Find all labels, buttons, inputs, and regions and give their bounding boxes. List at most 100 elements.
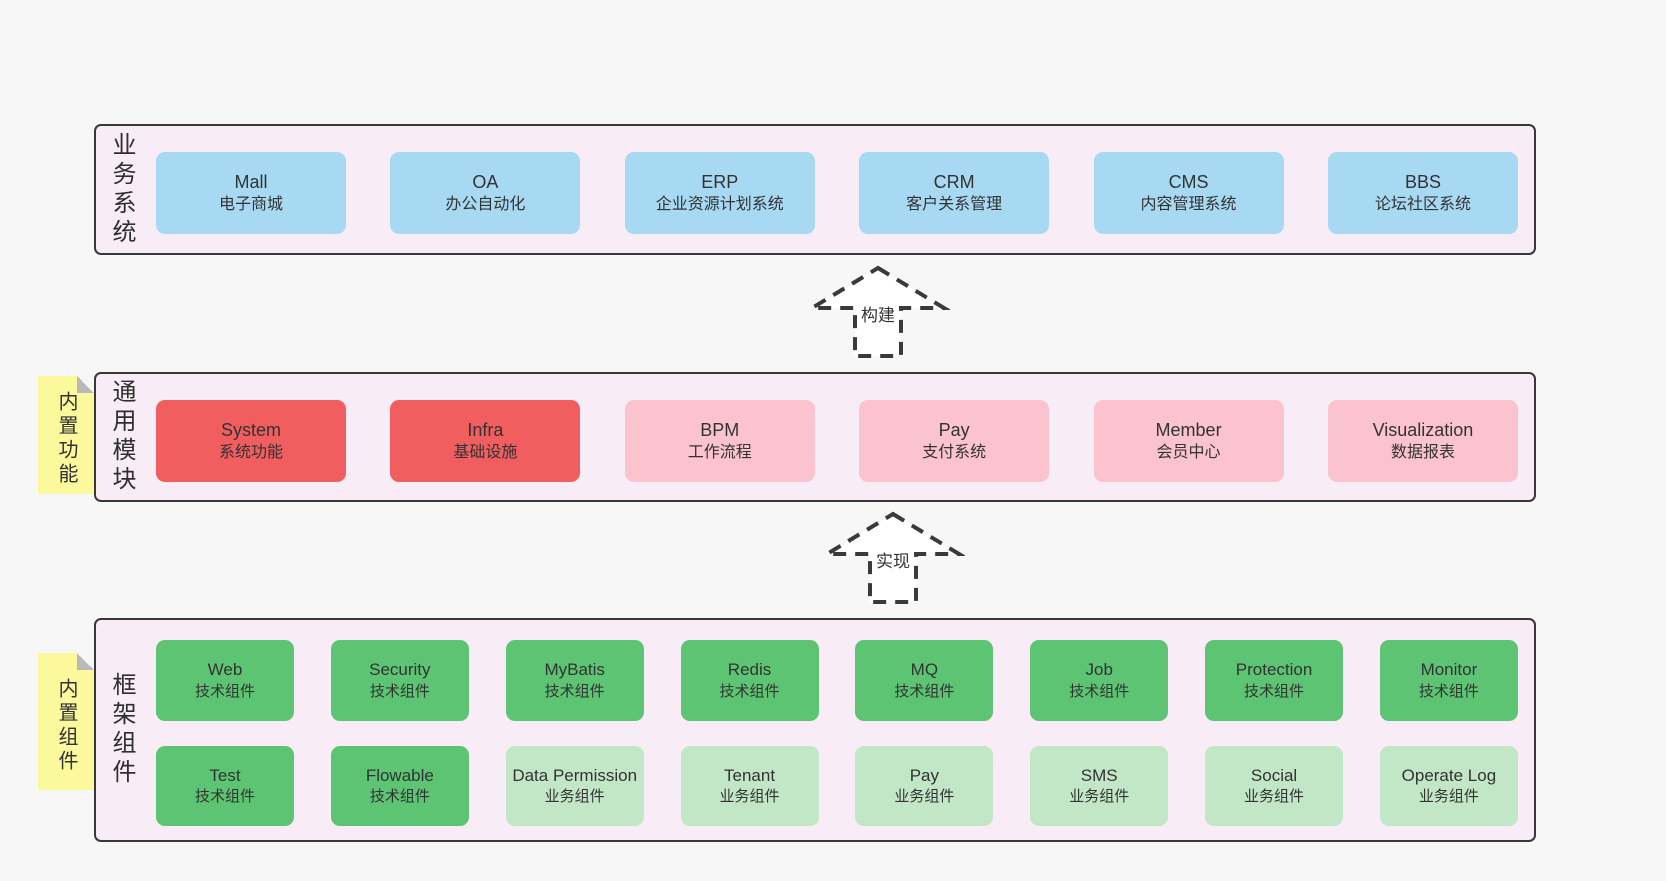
band-business-label: 业务系统 [108, 131, 135, 248]
box-crm-title: CRM [933, 171, 975, 192]
box-tenant-title: Tenant [724, 765, 776, 785]
box-pay-title: Pay [938, 419, 970, 440]
box-mybatis-title: MyBatis [544, 660, 605, 680]
box-protection-subtitle: 技术组件 [1244, 682, 1305, 700]
box-crm: CRM 客户关系管理 [859, 152, 1050, 234]
sticky-built-in-components-label: 内置组件 [55, 677, 77, 774]
box-infra-title: Infra [467, 419, 504, 440]
box-protection: Protection 技术组件 [1205, 640, 1344, 721]
arrow-build: 构建 [806, 264, 950, 360]
components-row-1: Web 技术组件 Security 技术组件 MyBatis 技术组件 Redi… [156, 640, 1518, 721]
box-flowable: Flowable 技术组件 [330, 746, 469, 826]
box-web-subtitle: 技术组件 [194, 682, 255, 700]
box-mybatis-subtitle: 技术组件 [544, 682, 605, 700]
box-cms-subtitle: 内容管理系统 [1140, 196, 1237, 214]
modules-boxes-row: System 系统功能 Infra 基础设施 BPM 工作流程 Pay 支付系统… [156, 400, 1518, 482]
box-mall-title: Mall [234, 171, 268, 192]
box-cms: CMS 内容管理系统 [1093, 152, 1284, 234]
box-pay-component: Pay 业务组件 [855, 746, 994, 826]
box-web-title: Web [207, 660, 243, 680]
box-mall-subtitle: 电子商城 [218, 196, 283, 214]
box-mall: Mall 电子商城 [156, 152, 346, 234]
box-bpm: BPM 工作流程 [624, 400, 815, 482]
box-operate-log-subtitle: 业务组件 [1418, 788, 1479, 806]
arrow-build-label: 构建 [857, 300, 899, 327]
band-business-systems: 业务系统 Mall 电子商城 OA 办公自动化 ERP 企业资源计划系统 CRM… [94, 124, 1536, 255]
box-visualization-title: Visualization [1372, 419, 1474, 440]
band-components-label: 框架组件 [108, 672, 135, 788]
box-sms-subtitle: 业务组件 [1069, 788, 1130, 806]
box-test-subtitle: 技术组件 [194, 788, 255, 806]
box-operate-log: Operate Log 业务组件 [1379, 746, 1518, 826]
box-social: Social 业务组件 [1205, 746, 1344, 826]
box-oa: OA 办公自动化 [390, 152, 581, 234]
box-member-subtitle: 会员中心 [1156, 444, 1221, 462]
box-system-title: System [220, 419, 281, 440]
box-bbs: BBS 论坛社区系统 [1327, 152, 1518, 234]
sticky-built-in-features-label: 内置功能 [55, 391, 77, 487]
box-bbs-title: BBS [1404, 171, 1441, 192]
box-pay-component-subtitle: 业务组件 [894, 788, 955, 806]
box-visualization-subtitle: 数据报表 [1390, 444, 1455, 462]
box-redis-subtitle: 技术组件 [719, 682, 780, 700]
box-erp-title: ERP [701, 171, 739, 192]
box-protection-title: Protection [1235, 660, 1313, 680]
band-common-modules: 通用模块 System 系统功能 Infra 基础设施 BPM 工作流程 Pay… [94, 372, 1536, 502]
box-sms: SMS 业务组件 [1030, 746, 1169, 826]
box-data-permission-subtitle: 业务组件 [544, 788, 605, 806]
box-data-permission: Data Permission 业务组件 [505, 746, 644, 826]
box-tenant-subtitle: 业务组件 [719, 788, 780, 806]
box-flowable-subtitle: 技术组件 [369, 788, 430, 806]
box-monitor-title: Monitor [1420, 660, 1478, 680]
box-visualization: Visualization 数据报表 [1327, 400, 1518, 482]
folded-corner-icon [77, 376, 94, 393]
box-bpm-subtitle: 工作流程 [687, 444, 752, 462]
band-framework-components: 框架组件 Web 技术组件 Security 技术组件 MyBatis 技术组件… [94, 618, 1536, 842]
business-boxes-row: Mall 电子商城 OA 办公自动化 ERP 企业资源计划系统 CRM 客户关系… [156, 152, 1518, 234]
box-monitor-subtitle: 技术组件 [1418, 682, 1479, 700]
arrow-implement: 实现 [821, 510, 965, 606]
box-mq-subtitle: 技术组件 [894, 682, 955, 700]
box-mq: MQ 技术组件 [855, 640, 994, 721]
box-security-subtitle: 技术组件 [369, 682, 430, 700]
components-row-2: Test 技术组件 Flowable 技术组件 Data Permission … [156, 746, 1518, 826]
box-job: Job 技术组件 [1030, 640, 1169, 721]
box-sms-title: SMS [1080, 765, 1118, 785]
box-redis-title: Redis [727, 660, 772, 680]
box-security-title: Security [369, 660, 431, 680]
band-modules-label: 通用模块 [108, 379, 135, 495]
box-oa-subtitle: 办公自动化 [445, 196, 526, 214]
box-member-title: Member [1155, 419, 1222, 440]
box-system: System 系统功能 [156, 400, 346, 482]
box-test-title: Test [209, 765, 241, 785]
box-pay: Pay 支付系统 [859, 400, 1050, 482]
arrow-implement-label: 实现 [872, 546, 914, 573]
box-redis: Redis 技术组件 [680, 640, 819, 721]
box-security: Security 技术组件 [330, 640, 469, 721]
box-oa-title: OA [472, 171, 499, 192]
box-operate-log-title: Operate Log [1401, 765, 1497, 785]
box-system-subtitle: 系统功能 [218, 444, 283, 462]
box-job-title: Job [1085, 660, 1113, 680]
box-crm-subtitle: 客户关系管理 [906, 196, 1003, 214]
box-social-title: Social [1250, 765, 1298, 785]
folded-corner-icon [77, 653, 94, 670]
box-bpm-title: BPM [700, 419, 740, 440]
box-mybatis: MyBatis 技术组件 [505, 640, 644, 721]
box-flowable-title: Flowable [365, 765, 434, 785]
box-infra: Infra 基础设施 [390, 400, 581, 482]
box-pay-subtitle: 支付系统 [922, 444, 987, 462]
box-job-subtitle: 技术组件 [1069, 682, 1130, 700]
box-web: Web 技术组件 [156, 640, 294, 721]
box-cms-title: CMS [1168, 171, 1209, 192]
box-test: Test 技术组件 [156, 746, 294, 826]
box-mq-title: MQ [910, 660, 939, 680]
box-bbs-subtitle: 论坛社区系统 [1374, 196, 1471, 214]
box-infra-subtitle: 基础设施 [453, 444, 518, 462]
box-pay-component-title: Pay [909, 765, 940, 785]
box-erp-subtitle: 企业资源计划系统 [655, 196, 784, 214]
box-monitor: Monitor 技术组件 [1379, 640, 1518, 721]
sticky-built-in-components: 内置组件 [38, 653, 94, 790]
box-social-subtitle: 业务组件 [1244, 788, 1305, 806]
box-erp: ERP 企业资源计划系统 [624, 152, 815, 234]
